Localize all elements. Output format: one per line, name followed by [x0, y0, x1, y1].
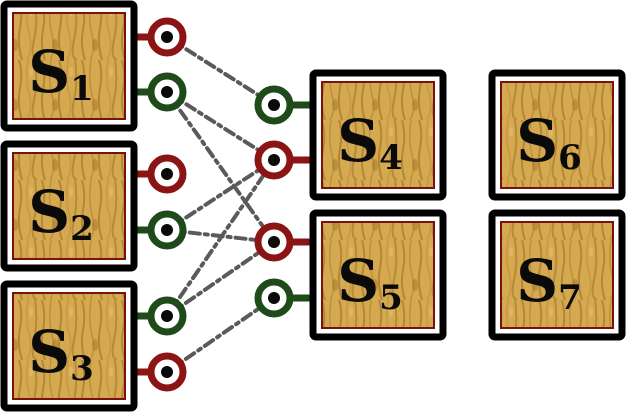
- node-label: S6: [516, 107, 582, 178]
- wire-s3-red-to-s5-green: [165, 296, 276, 374]
- node-s2: S2: [0, 140, 138, 272]
- port-center: [268, 292, 280, 304]
- node-letter: S: [337, 247, 379, 315]
- node-letter: S: [28, 38, 70, 106]
- wire-s2-green-to-s4-red: [165, 158, 276, 232]
- port-s1-green: [147, 72, 187, 112]
- node-wood-panel: [321, 81, 435, 189]
- port-s2-red: [147, 154, 187, 194]
- node-label: S3: [28, 318, 94, 389]
- node-wood-panel: [500, 221, 614, 329]
- port-center: [161, 31, 173, 43]
- node-subscript: 1: [70, 69, 94, 109]
- node-wood-panel: [12, 292, 126, 400]
- node-label: S5: [337, 247, 403, 318]
- port-s5-green: [254, 278, 294, 318]
- node-s4: S4: [309, 69, 447, 201]
- node-letter: S: [28, 178, 70, 246]
- node-s7: S7: [488, 209, 626, 341]
- port-center: [268, 154, 280, 166]
- port-center: [161, 168, 173, 180]
- port-center: [268, 99, 280, 111]
- wire-s1-red-to-s4-green: [165, 35, 276, 107]
- port-s2-green: [147, 210, 187, 250]
- node-s1: S1: [0, 0, 138, 132]
- port-s4-green: [254, 85, 294, 125]
- node-wood-panel: [12, 12, 126, 120]
- node-subscript: 3: [70, 349, 94, 389]
- port-s3-green: [147, 296, 187, 336]
- node-letter: S: [28, 318, 70, 386]
- node-subscript: 5: [379, 278, 403, 318]
- port-s1-red: [147, 17, 187, 57]
- node-label: S7: [516, 247, 582, 318]
- node-label: S1: [28, 38, 94, 109]
- node-wood-panel: [12, 152, 126, 260]
- node-letter: S: [337, 107, 379, 175]
- port-center: [161, 86, 173, 98]
- node-letter: S: [516, 247, 558, 315]
- node-s3: S3: [0, 280, 138, 412]
- wire-s1-green-to-s4-red: [165, 90, 276, 162]
- port-s5-red: [254, 222, 294, 262]
- node-s6: S6: [488, 69, 626, 201]
- port-center: [268, 236, 280, 248]
- node-wood-panel: [500, 81, 614, 189]
- node-subscript: 2: [70, 209, 94, 249]
- node-wood-panel: [321, 221, 435, 329]
- port-center: [161, 310, 173, 322]
- ports: [147, 17, 294, 392]
- wire-s1-green-to-s5-red: [165, 90, 276, 244]
- wire-s3-green-to-s4-red: [165, 158, 276, 318]
- node-label: S4: [337, 107, 403, 178]
- port-s3-red: [147, 352, 187, 392]
- node-s5: S5: [309, 209, 447, 341]
- node-letter: S: [516, 107, 558, 175]
- port-s4-red: [254, 140, 294, 180]
- node-label: S2: [28, 178, 94, 249]
- node-subscript: 6: [558, 138, 582, 178]
- node-subscript: 7: [558, 278, 582, 318]
- port-center: [161, 366, 173, 378]
- port-center: [161, 224, 173, 236]
- wire-s3-green-to-s5-red: [165, 240, 276, 318]
- node-subscript: 4: [379, 138, 403, 178]
